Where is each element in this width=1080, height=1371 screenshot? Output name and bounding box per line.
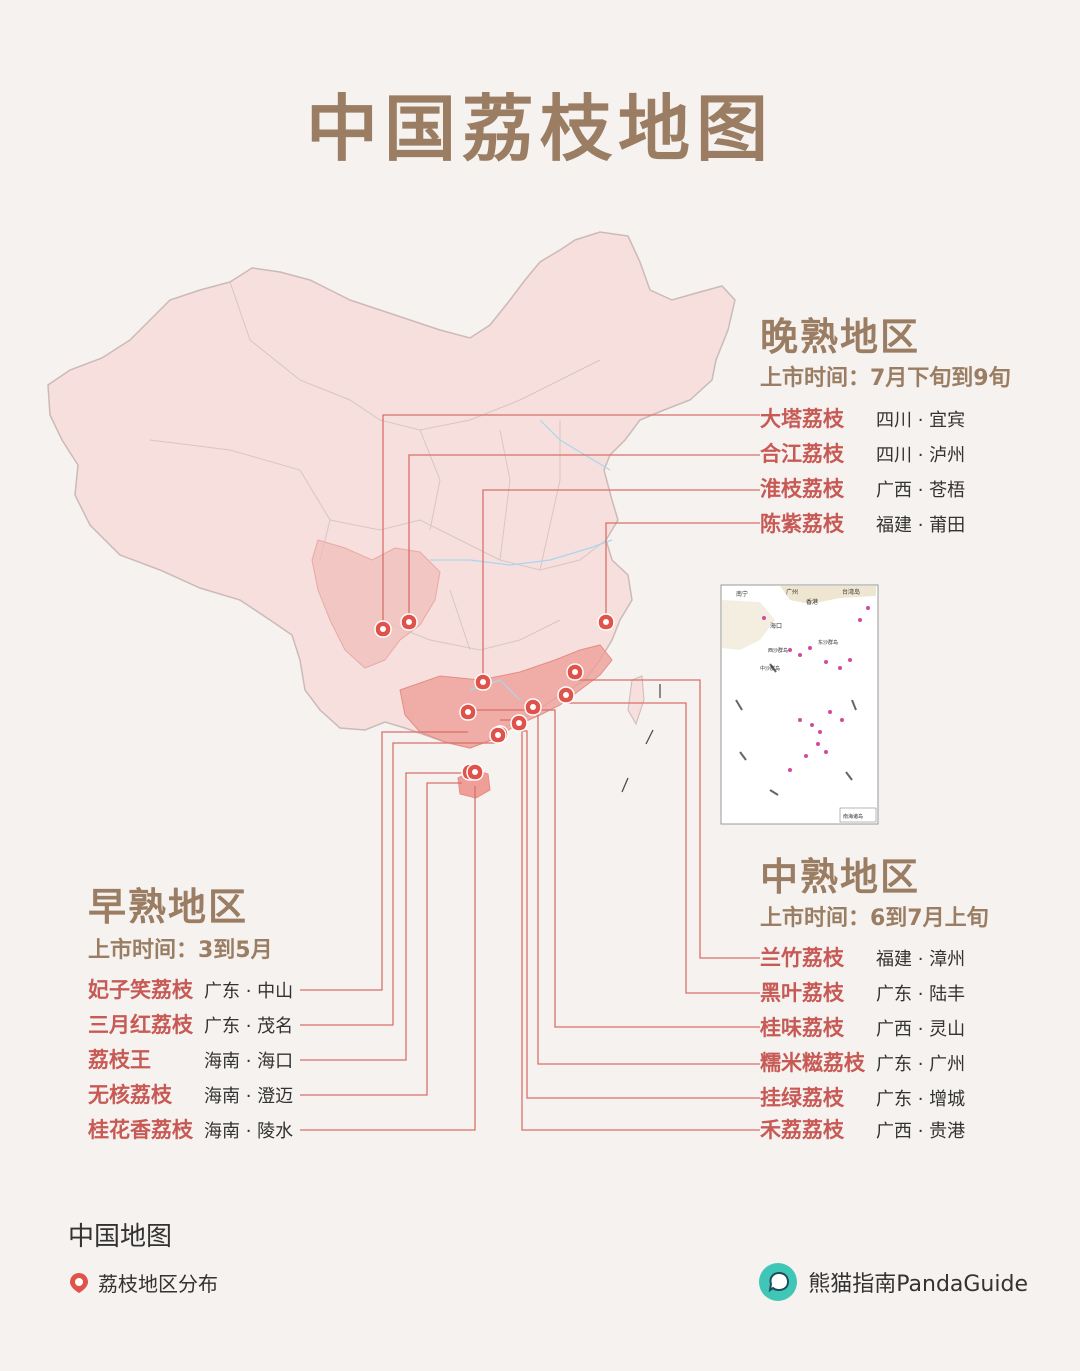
inset-label-taiwan: 台湾岛 bbox=[842, 588, 860, 596]
brand-name: 熊猫指南PandaGuide bbox=[808, 1272, 1028, 1297]
variety-name: 黑叶荔枝 bbox=[760, 981, 844, 1005]
list-item: 糯米糍荔枝广东 · 广州 bbox=[760, 1047, 965, 1079]
variety-place: 广东 · 中山 bbox=[204, 981, 294, 1002]
late-list: 大塔荔枝 四川 · 宜宾 合江荔枝 四川 · 泸州 淮枝荔枝 广西 · 苍梧 陈紫荔枝… bbox=[760, 403, 965, 540]
late-leader-lines bbox=[382, 414, 760, 690]
brand: 熊猫指南PandaGuide bbox=[758, 1262, 1028, 1302]
list-item: 桂味荔枝 广西 · 灵山 bbox=[760, 1012, 965, 1044]
mid-leader-lines bbox=[467, 679, 760, 1131]
map-pin-dot bbox=[380, 626, 386, 632]
inset-label-nanhai: 南海诸岛 bbox=[843, 813, 863, 820]
mid-subtitle: 上市时间：6到7月上旬 bbox=[760, 906, 989, 931]
early-subtitle: 上市时间：3到5月 bbox=[88, 938, 273, 963]
map-pin-dot bbox=[472, 769, 478, 775]
list-item: 妃子笑荔枝广东 · 中山 bbox=[88, 974, 293, 1006]
variety-place: 广西 · 苍梧 bbox=[876, 480, 966, 501]
inset-boundary-ticks bbox=[735, 663, 857, 796]
variety-place: 广西 · 贵港 bbox=[876, 1121, 966, 1142]
legend-label: 荔枝地区分布 bbox=[98, 1272, 218, 1296]
variety-name: 禾荔荔枝 bbox=[760, 1118, 844, 1142]
list-item: 大塔荔枝 四川 · 宜宾 bbox=[760, 403, 965, 435]
list-item: 合江荔枝 四川 · 泸州 bbox=[760, 438, 965, 470]
map-pin-dot bbox=[495, 732, 501, 738]
variety-name: 大塔荔枝 bbox=[760, 407, 844, 431]
variety-place: 四川 · 宜宾 bbox=[876, 410, 966, 431]
variety-name: 陈紫荔枝 bbox=[760, 512, 844, 536]
early-list: 妃子笑荔枝广东 · 中山 三月红荔枝广东 · 茂名 荔枝王 海南 · 海口 无核荔… bbox=[88, 974, 293, 1146]
list-item: 无核荔枝 海南 · 澄迈 bbox=[88, 1079, 293, 1111]
china-outline bbox=[47, 231, 736, 749]
variety-place: 福建 · 莆田 bbox=[876, 515, 966, 536]
variety-place: 海南 · 海口 bbox=[204, 1051, 294, 1072]
late-subtitle: 上市时间：7月下旬到9旬 bbox=[760, 366, 1011, 391]
variety-name: 桂味荔枝 bbox=[760, 1016, 844, 1040]
taiwan-island bbox=[627, 675, 645, 726]
map-pin-dot bbox=[465, 709, 471, 715]
variety-place: 广东 · 广州 bbox=[876, 1054, 966, 1075]
chat-bubble-logo-icon bbox=[759, 1263, 798, 1301]
inset-label-nanning: 南宁 bbox=[736, 590, 748, 598]
inset-label-guangzhou: 广州 bbox=[786, 588, 798, 596]
location-pin-icon bbox=[70, 1272, 88, 1293]
list-item: 兰竹荔枝 福建 · 漳州 bbox=[760, 942, 965, 974]
inset-label-haikou: 海口 bbox=[770, 622, 782, 630]
list-item: 荔枝王 海南 · 海口 bbox=[88, 1044, 293, 1076]
pin-group bbox=[374, 613, 615, 781]
variety-place: 广东 · 增城 bbox=[876, 1089, 966, 1110]
variety-name: 三月红荔枝 bbox=[88, 1013, 193, 1037]
page-title: 中国荔枝地图 bbox=[305, 87, 774, 171]
inset-label-zhongsha: 中沙群岛 bbox=[760, 665, 780, 672]
late-title: 晚熟地区 bbox=[760, 315, 921, 359]
early-title: 早熟地区 bbox=[88, 885, 249, 929]
variety-place: 海南 · 澄迈 bbox=[204, 1086, 294, 1107]
sea-boundary-marks bbox=[621, 684, 661, 793]
list-item: 淮枝荔枝 广西 · 苍梧 bbox=[760, 473, 965, 505]
map-pin-dot bbox=[406, 619, 412, 625]
map-pin-dot bbox=[480, 679, 486, 685]
legend-item: 荔枝地区分布 bbox=[68, 1268, 218, 1297]
variety-place: 广东 · 陆丰 bbox=[876, 984, 966, 1005]
legend-title: 中国地图 bbox=[68, 1222, 173, 1252]
list-item: 禾荔荔枝 广西 · 贵港 bbox=[760, 1114, 965, 1146]
list-item: 三月红荔枝广东 · 茂名 bbox=[88, 1009, 293, 1041]
list-item: 桂花香荔枝海南 · 陵水 bbox=[88, 1114, 293, 1146]
list-item: 陈紫荔枝 福建 · 莆田 bbox=[760, 508, 965, 540]
map-pin-dot bbox=[563, 692, 569, 698]
inset-label-xisha: 西沙群岛 bbox=[768, 647, 788, 654]
inset-islands bbox=[762, 606, 870, 772]
variety-place: 广西 · 灵山 bbox=[876, 1019, 966, 1040]
list-item: 挂绿荔枝 广东 · 增城 bbox=[760, 1082, 965, 1114]
variety-place: 福建 · 漳州 bbox=[876, 949, 966, 970]
map-pin-dot bbox=[530, 704, 536, 710]
variety-name: 荔枝王 bbox=[88, 1048, 151, 1072]
map-pin-dot bbox=[603, 619, 609, 625]
variety-name: 妃子笑荔枝 bbox=[88, 978, 193, 1002]
south-region bbox=[399, 644, 613, 749]
variety-name: 无核荔枝 bbox=[88, 1083, 172, 1107]
variety-name: 淮枝荔枝 bbox=[760, 477, 844, 501]
inset-label-hongkong: 香港 bbox=[806, 598, 818, 606]
early-leader-lines bbox=[300, 731, 498, 1131]
variety-name: 兰竹荔枝 bbox=[760, 946, 844, 970]
province-borders bbox=[149, 281, 607, 651]
variety-name: 合江荔枝 bbox=[760, 442, 844, 466]
map-pin-dot bbox=[572, 669, 578, 675]
variety-name: 桂花香荔枝 bbox=[88, 1118, 193, 1142]
variety-name: 挂绿荔枝 bbox=[760, 1086, 844, 1110]
list-item: 黑叶荔枝 广东 · 陆丰 bbox=[760, 977, 965, 1009]
variety-place: 海南 · 陵水 bbox=[204, 1121, 294, 1142]
variety-place: 四川 · 泸州 bbox=[876, 445, 966, 466]
variety-place: 广东 · 茂名 bbox=[204, 1016, 294, 1037]
map-pin-dot bbox=[516, 720, 522, 726]
inset-label-dongsha: 东沙群岛 bbox=[818, 639, 838, 646]
mid-title: 中熟地区 bbox=[760, 855, 921, 899]
south-sea-inset: 南宁 广州 香港 台湾岛 海口 西沙群岛 中沙群岛 东沙群岛 南海诸岛 bbox=[720, 584, 879, 825]
mid-list: 兰竹荔枝 福建 · 漳州 黑叶荔枝 广东 · 陆丰 桂味荔枝 广西 · 灵山 糯米糍荔… bbox=[760, 942, 965, 1146]
variety-name: 糯米糍荔枝 bbox=[760, 1051, 865, 1075]
